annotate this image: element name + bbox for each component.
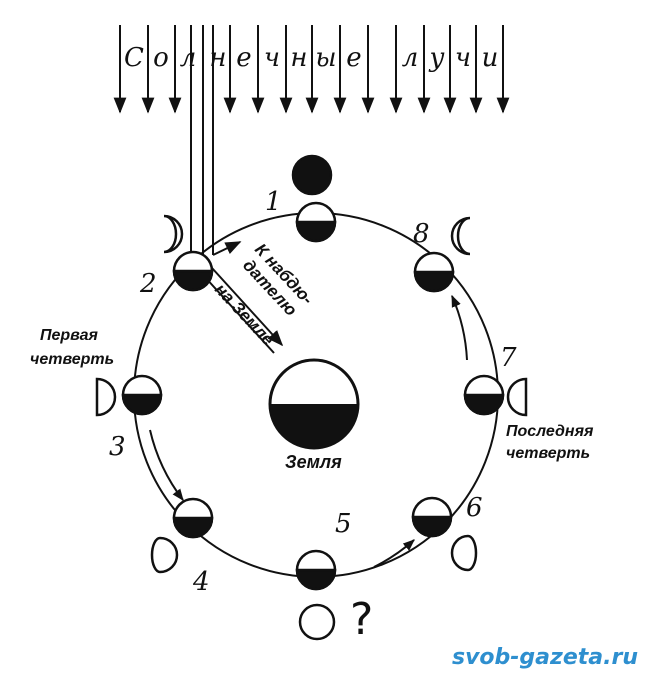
moon-position-8 (413, 251, 455, 293)
earth (268, 358, 360, 450)
sun-ray-letter: е (346, 43, 361, 73)
orbit-moons (121, 201, 505, 591)
earth-label: Земля (285, 452, 342, 472)
last-quarter-phase (506, 377, 528, 417)
waxing-crescent-phase (163, 214, 184, 254)
moon-position-5 (295, 549, 337, 591)
sun-ray-letter: л (180, 43, 197, 73)
sun-ray-letter: и (482, 43, 499, 73)
moon-position-6 (411, 496, 453, 538)
sun-ray-letter: ы (315, 43, 336, 73)
waning-gibbous-phase (450, 534, 478, 572)
sun-rays-label: С о л н е ч н ы е л у ч и (124, 43, 498, 73)
waxing-gibbous-phase (150, 536, 179, 574)
full-moon-phase (298, 603, 336, 641)
last-quarter-line-2: четверть (506, 445, 590, 462)
sun-ray-letter: ч (264, 43, 280, 73)
moon-position-3 (121, 374, 163, 416)
moon-position-2 (172, 250, 214, 292)
sun-ray-letter: н (209, 43, 226, 73)
number-5: 5 (335, 509, 352, 539)
first-quarter-line-2: четверть (30, 351, 114, 368)
first-quarter-line-1: Первая (40, 327, 99, 344)
last-quarter-line-1: Последняя (506, 423, 594, 440)
number-1: 1 (265, 187, 282, 217)
observer-arrows (203, 267, 284, 354)
observer-label: К набдю- дателю на Земле (211, 240, 317, 349)
sun-ray-letter: ч (455, 43, 471, 73)
watermark: svob-gazeta.ru (452, 645, 638, 670)
sun-ray-letter: у (428, 43, 444, 73)
sun-ray-letter: о (153, 43, 169, 73)
number-4: 4 (192, 567, 210, 597)
number-6: 6 (466, 493, 483, 523)
number-7: 7 (500, 343, 517, 373)
sun-ray-letter: н (290, 43, 307, 73)
first-quarter-label: Первая четверть (30, 327, 114, 368)
waning-crescent-phase (450, 216, 471, 256)
moon-position-7 (463, 374, 505, 416)
question-mark: ? (350, 594, 373, 645)
number-8: 8 (413, 219, 430, 249)
last-quarter-label: Последняя четверть (506, 423, 594, 462)
number-3: 3 (109, 432, 126, 462)
number-2: 2 (139, 269, 157, 299)
moon-position-1 (295, 201, 337, 243)
sun-ray-letter: С (124, 43, 144, 73)
new-moon-phase (291, 154, 333, 196)
first-quarter-phase (95, 377, 117, 417)
moon-position-4 (172, 497, 214, 539)
sun-rays (113, 25, 510, 260)
sun-ray-letter: е (236, 43, 251, 73)
sun-ray-letter: л (402, 43, 419, 73)
apparent-phases (95, 154, 528, 641)
position-numbers: 1 2 3 4 5 6 7 8 (109, 187, 517, 597)
